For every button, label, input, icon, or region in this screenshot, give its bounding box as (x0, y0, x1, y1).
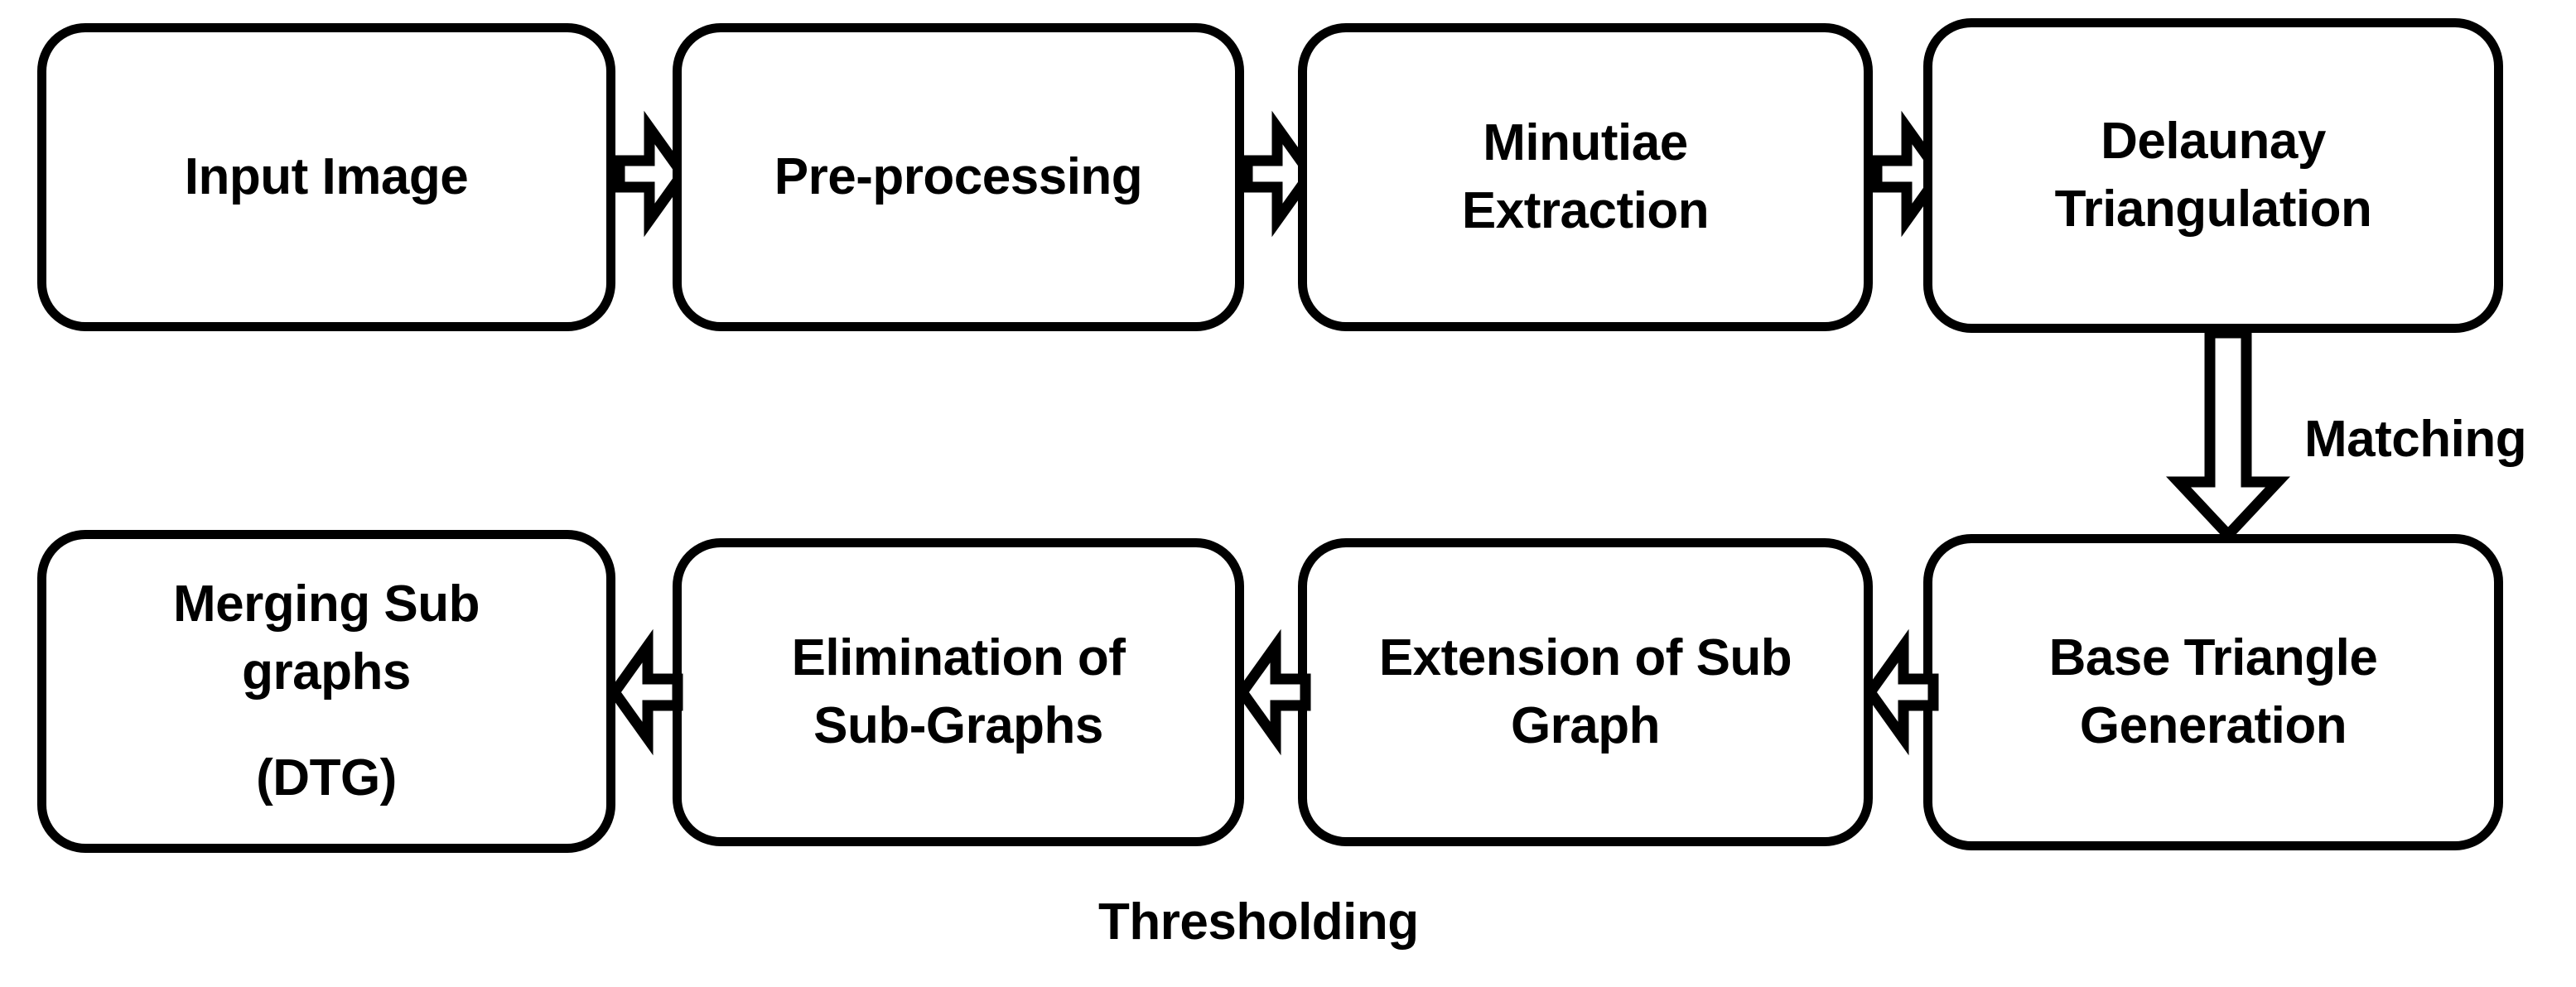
arrow-left-elimination-to-merging (608, 628, 684, 756)
arrow-left-base-triangle-to-extension (1864, 628, 1940, 756)
node-minutiae-extraction: Minutiae Extraction (1298, 23, 1873, 331)
node-merging-sub-graphs-label-line3: (DTG) (256, 749, 397, 806)
node-delaunay-triangulation: Delaunay Triangulation (1923, 18, 2503, 333)
node-merging-sub-graphs-label-line1: Merging Sub (173, 575, 480, 633)
node-minutiae-extraction-label-line2: Extraction (1461, 182, 1710, 239)
arrow-right-input-to-preprocessing (613, 110, 689, 238)
node-input-image-label: Input Image (184, 148, 469, 206)
arrow-left-extension-to-elimination (1236, 628, 1312, 756)
edge-label-thresholding: Thresholding (1098, 893, 1419, 951)
node-extension-of-sub-graph-label-line2: Graph (1510, 697, 1661, 754)
node-extension-of-sub-graph-label-line1: Extension of Sub (1378, 629, 1792, 687)
arrow-right-preprocessing-to-minutiae (1241, 110, 1317, 238)
node-extension-of-sub-graph: Extension of Sub Graph (1298, 538, 1873, 846)
node-merging-sub-graphs-dtg: Merging Sub graphs (DTG) (37, 530, 615, 853)
edge-label-matching: Matching (2304, 411, 2527, 468)
node-base-triangle-generation-label-line2: Generation (2079, 697, 2347, 754)
node-merging-sub-graphs-label-line2: graphs (242, 643, 411, 701)
node-pre-processing-label: Pre-processing (774, 148, 1143, 206)
node-minutiae-extraction-label-line1: Minutiae (1483, 114, 1688, 172)
arrow-down-delaunay-to-base-triangle (2154, 327, 2303, 543)
node-delaunay-triangulation-label-line2: Triangulation (2054, 181, 2372, 238)
node-base-triangle-generation-label-line1: Base Triangle (2048, 629, 2378, 687)
node-pre-processing: Pre-processing (673, 23, 1244, 331)
node-elimination-of-sub-graphs-label-line1: Elimination of (791, 629, 1126, 687)
node-base-triangle-generation: Base Triangle Generation (1923, 534, 2503, 850)
node-input-image: Input Image (37, 23, 615, 331)
node-elimination-of-sub-graphs: Elimination of Sub-Graphs (673, 538, 1244, 846)
node-elimination-of-sub-graphs-label-line2: Sub-Graphs (813, 697, 1103, 754)
node-delaunay-triangulation-label-line1: Delaunay (2101, 113, 2326, 171)
